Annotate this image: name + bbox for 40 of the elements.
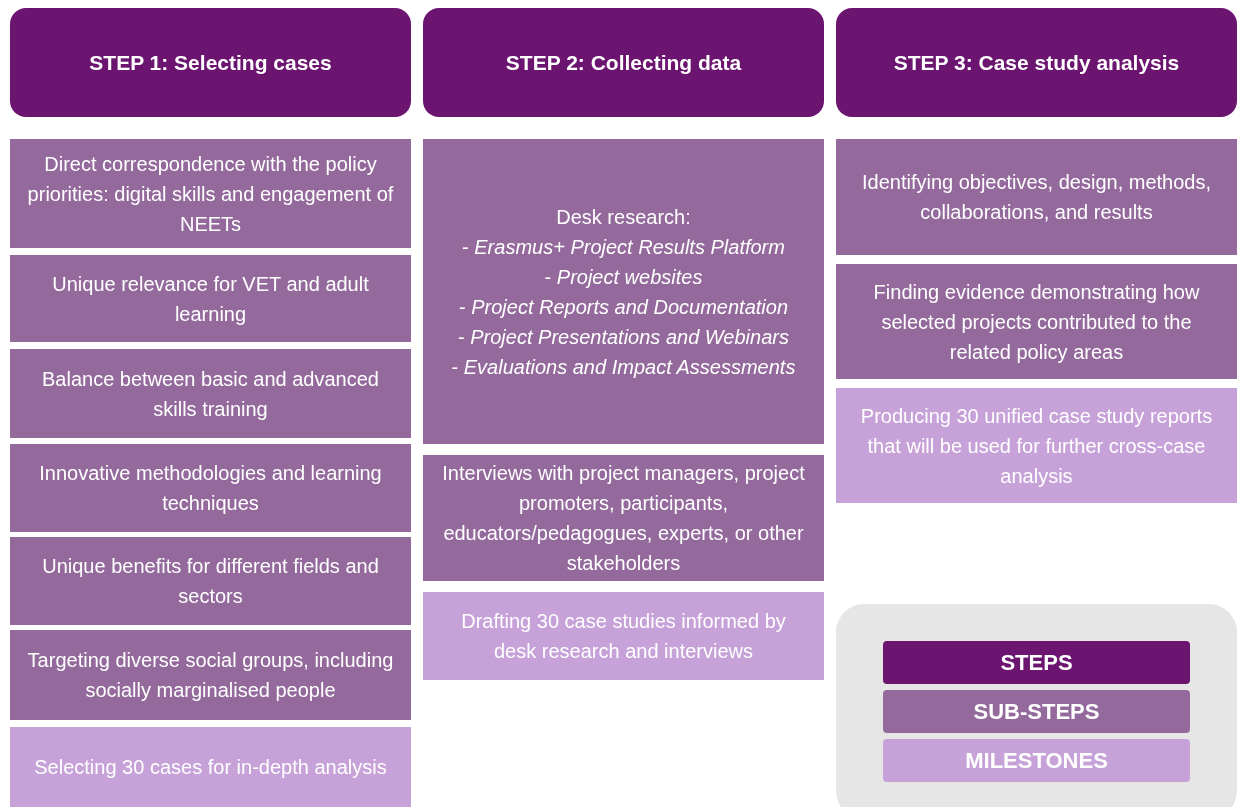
box-text: Unique benefits for different fields and sectors — [41, 554, 380, 609]
box-text: Selecting 30 cases for in-depth analysis — [34, 755, 387, 780]
list-item: - Project websites — [544, 264, 703, 290]
box-text: Finding evidence demonstrating how selected projects contributed to the related policy areas — [872, 279, 1201, 365]
step-header — [423, 8, 824, 117]
box-text: Desk research: — [556, 204, 691, 230]
box-text: Balance between basic and advanced skills training — [41, 366, 380, 422]
sub-step-box — [10, 349, 411, 438]
sub-step-box — [10, 444, 411, 532]
box-text: Interviews with project managers, project promoters, participants, educators/pedagogues, experts, or other stakeholders — [441, 461, 806, 576]
legend-item: SUB-STEPS — [883, 690, 1190, 733]
sub-step-box — [423, 455, 824, 581]
step-header — [10, 8, 411, 117]
box-text: STEP 1: Selecting cases — [89, 49, 332, 76]
box-text: Identifying objectives, design, methods, collaborations, and results — [860, 170, 1213, 225]
box-text: STEP 3: Case study analysis — [893, 49, 1180, 76]
sub-step-box — [10, 255, 411, 342]
list-item: - Evaluations and Impact Assessments — [451, 354, 796, 380]
legend-item: STEPS — [883, 641, 1190, 684]
sub-step-box — [836, 264, 1237, 379]
list-item: - Project Reports and Documentation — [458, 294, 789, 320]
list-item: - Project Presentations and Webinars — [458, 324, 789, 350]
sub-step-box — [10, 630, 411, 720]
box-text: Direct correspondence with the policy priorities: digital skills and engagement of NEETs — [26, 151, 395, 237]
box-text: Drafting 30 case studies informed by desk research and interviews — [460, 609, 787, 664]
legend-item: MILESTONES — [883, 739, 1190, 782]
milestone-box — [10, 727, 411, 807]
milestone-box — [423, 592, 824, 680]
step-header — [836, 8, 1237, 117]
box-text: Innovative methodologies and learning techniques — [38, 461, 383, 516]
sub-step-box — [836, 139, 1237, 255]
box-text: Producing 30 unified case study reports that will be used for further cross-case analysis — [859, 403, 1214, 489]
sub-step-box — [423, 139, 824, 444]
box-text: Unique relevance for VET and adult learning — [51, 271, 370, 327]
box-text: STEP 2: Collecting data — [505, 49, 742, 76]
list-item: - Erasmus+ Project Results Platform — [462, 234, 785, 260]
sub-step-box — [10, 139, 411, 248]
box-text: Targeting diverse social groups, including socially marginalised people — [26, 648, 395, 703]
sub-step-box — [10, 537, 411, 625]
milestone-box — [836, 388, 1237, 503]
